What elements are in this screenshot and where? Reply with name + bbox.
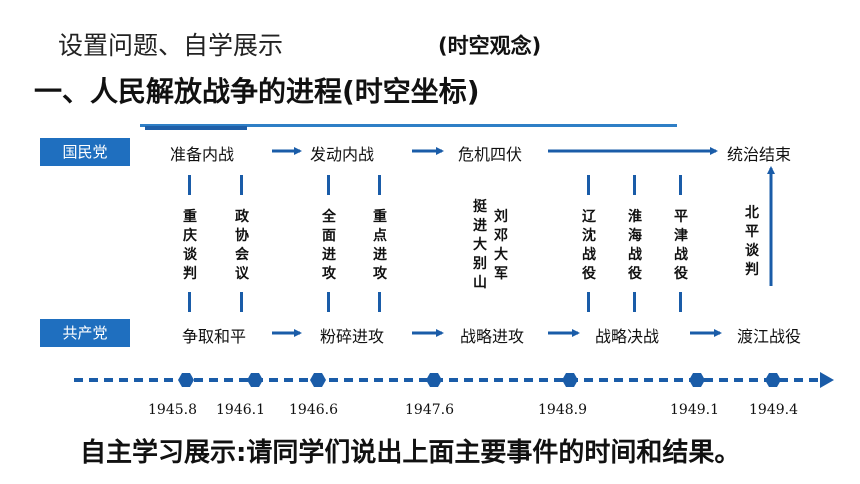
connector-bar — [327, 175, 330, 195]
vertical-event-text: 挺进大别山 — [473, 199, 487, 291]
connector-bar — [679, 175, 682, 195]
vertical-event-text: 政协会议 — [235, 209, 249, 282]
connector-bar — [188, 175, 191, 195]
ccp-label: 共产党 — [40, 319, 130, 347]
heading-underline — [140, 124, 677, 127]
vertical-event-text: 淮海战役 — [628, 209, 642, 282]
connector-bar — [587, 175, 590, 195]
timeline-date: 1945.8 — [148, 402, 197, 418]
timeline-date: 1949.1 — [670, 402, 719, 418]
self-study-prompt: 自主学习展示:请同学们说出上面主要事件的时间和结果。 — [80, 438, 741, 468]
vertical-event-text: 辽沈战役 — [582, 209, 596, 282]
timeline-marker — [562, 373, 578, 387]
timeline-date: 1948.9 — [538, 402, 587, 418]
timeline-date: 1949.4 — [749, 402, 798, 418]
vertical-event-text: 北平谈判 — [745, 205, 759, 278]
connector-bar — [378, 292, 381, 312]
timeline-marker — [310, 373, 326, 387]
connector-bar — [633, 292, 636, 312]
timeline-marker — [765, 373, 781, 387]
kmt-event: 危机四伏 — [458, 145, 523, 164]
vertical-event-text: 重点进攻 — [373, 209, 387, 282]
slide-subtitle: (时空观念) — [438, 34, 542, 58]
vertical-event-text: 平津战役 — [674, 209, 688, 282]
timeline-marker — [247, 373, 263, 387]
ccp-event: 争取和平 — [182, 327, 247, 346]
timeline-marker — [178, 373, 194, 387]
connector-bar — [240, 175, 243, 195]
timeline-marker — [426, 373, 442, 387]
kmt-event: 发动内战 — [310, 145, 375, 164]
timeline-date: 1946.1 — [216, 402, 265, 418]
connector-bar — [378, 175, 381, 195]
section-heading: 一、人民解放战争的进程(时空坐标) — [34, 75, 480, 108]
connector-bar — [188, 292, 191, 312]
ccp-event: 战略进攻 — [460, 327, 525, 346]
connector-bar — [327, 292, 330, 312]
kmt-label: 国民党 — [40, 138, 130, 166]
slide-title: 设置问题、自学展示 — [58, 31, 284, 60]
connector-bar — [587, 292, 590, 312]
timeline-date: 1947.6 — [405, 402, 454, 418]
ccp-event: 粉碎进攻 — [320, 327, 385, 346]
timeline-arrowhead — [820, 372, 834, 388]
ccp-event: 战略决战 — [595, 327, 660, 346]
timeline-marker — [689, 373, 705, 387]
heading-underline-accent — [145, 126, 247, 130]
timeline-date: 1946.6 — [289, 402, 338, 418]
kmt-event: 统治结束 — [727, 145, 792, 164]
vertical-event-text: 全面进攻 — [322, 209, 336, 282]
connector-bar — [679, 292, 682, 312]
connector-bar — [633, 175, 636, 195]
ccp-event: 渡江战役 — [737, 327, 802, 346]
connector-bar — [240, 292, 243, 312]
kmt-event: 准备内战 — [170, 145, 235, 164]
vertical-event-text: 重庆谈判 — [183, 209, 197, 282]
vertical-event-text: 刘邓大军 — [494, 209, 508, 282]
